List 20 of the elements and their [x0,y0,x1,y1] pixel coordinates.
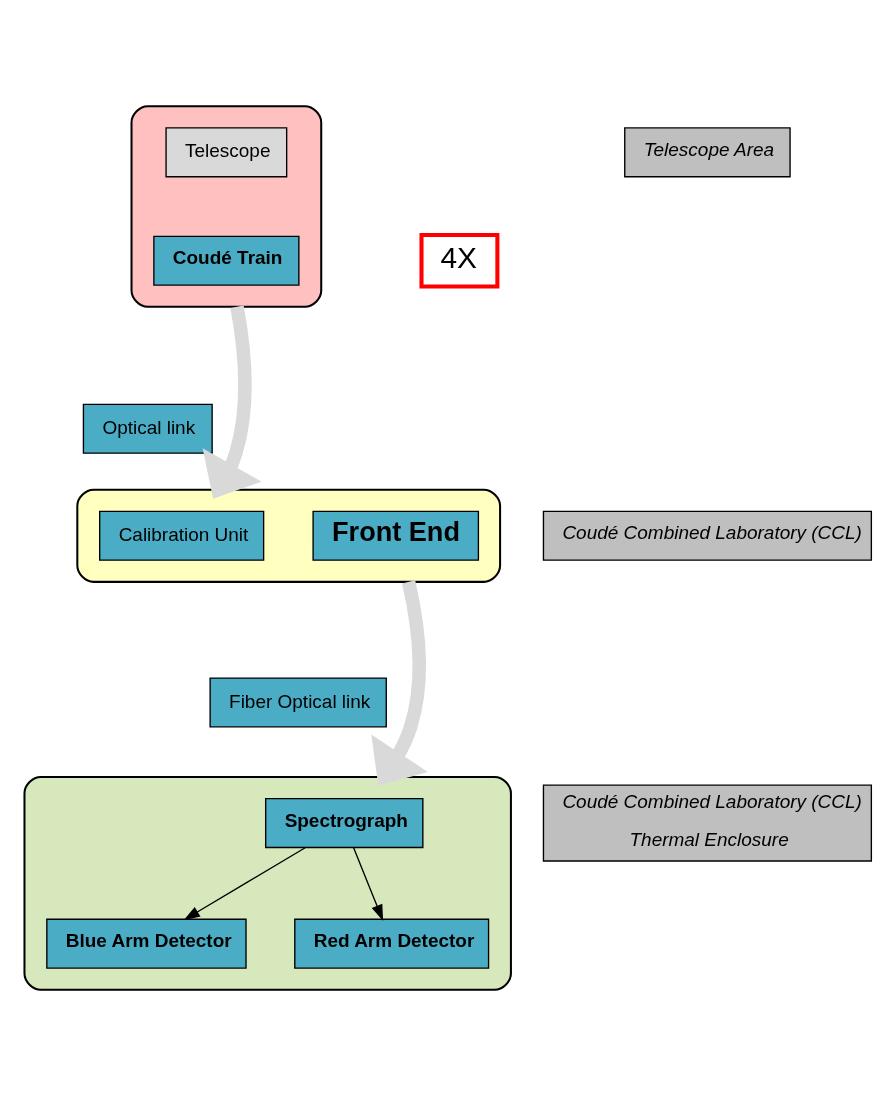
cluster [76,488,502,583]
node-box: Front End [312,510,480,561]
node-box: Coudé Combined Laboratory (CCL) Thermal Enclosure [542,784,873,862]
node-box: Optical link [82,403,213,454]
node-box: Calibration Unit [99,510,265,561]
arrow [202,305,262,499]
node-box: Spectrograph [265,798,424,849]
node-box: 4X [419,232,500,289]
node-box: Fiber Optical link [209,677,387,728]
arrow [352,847,384,921]
cluster [130,105,323,308]
cluster [23,776,512,991]
node-box: Red Arm Detector [294,918,490,969]
arrow [371,580,428,786]
node-box: Telescope [165,127,288,178]
node-box: Coudé Train [153,235,300,286]
node-box: Blue Arm Detector [46,918,247,969]
arrow [183,847,306,921]
node-box: Coudé Combined Laboratory (CCL) [542,510,873,561]
node-box: Telescope Area [624,127,791,178]
